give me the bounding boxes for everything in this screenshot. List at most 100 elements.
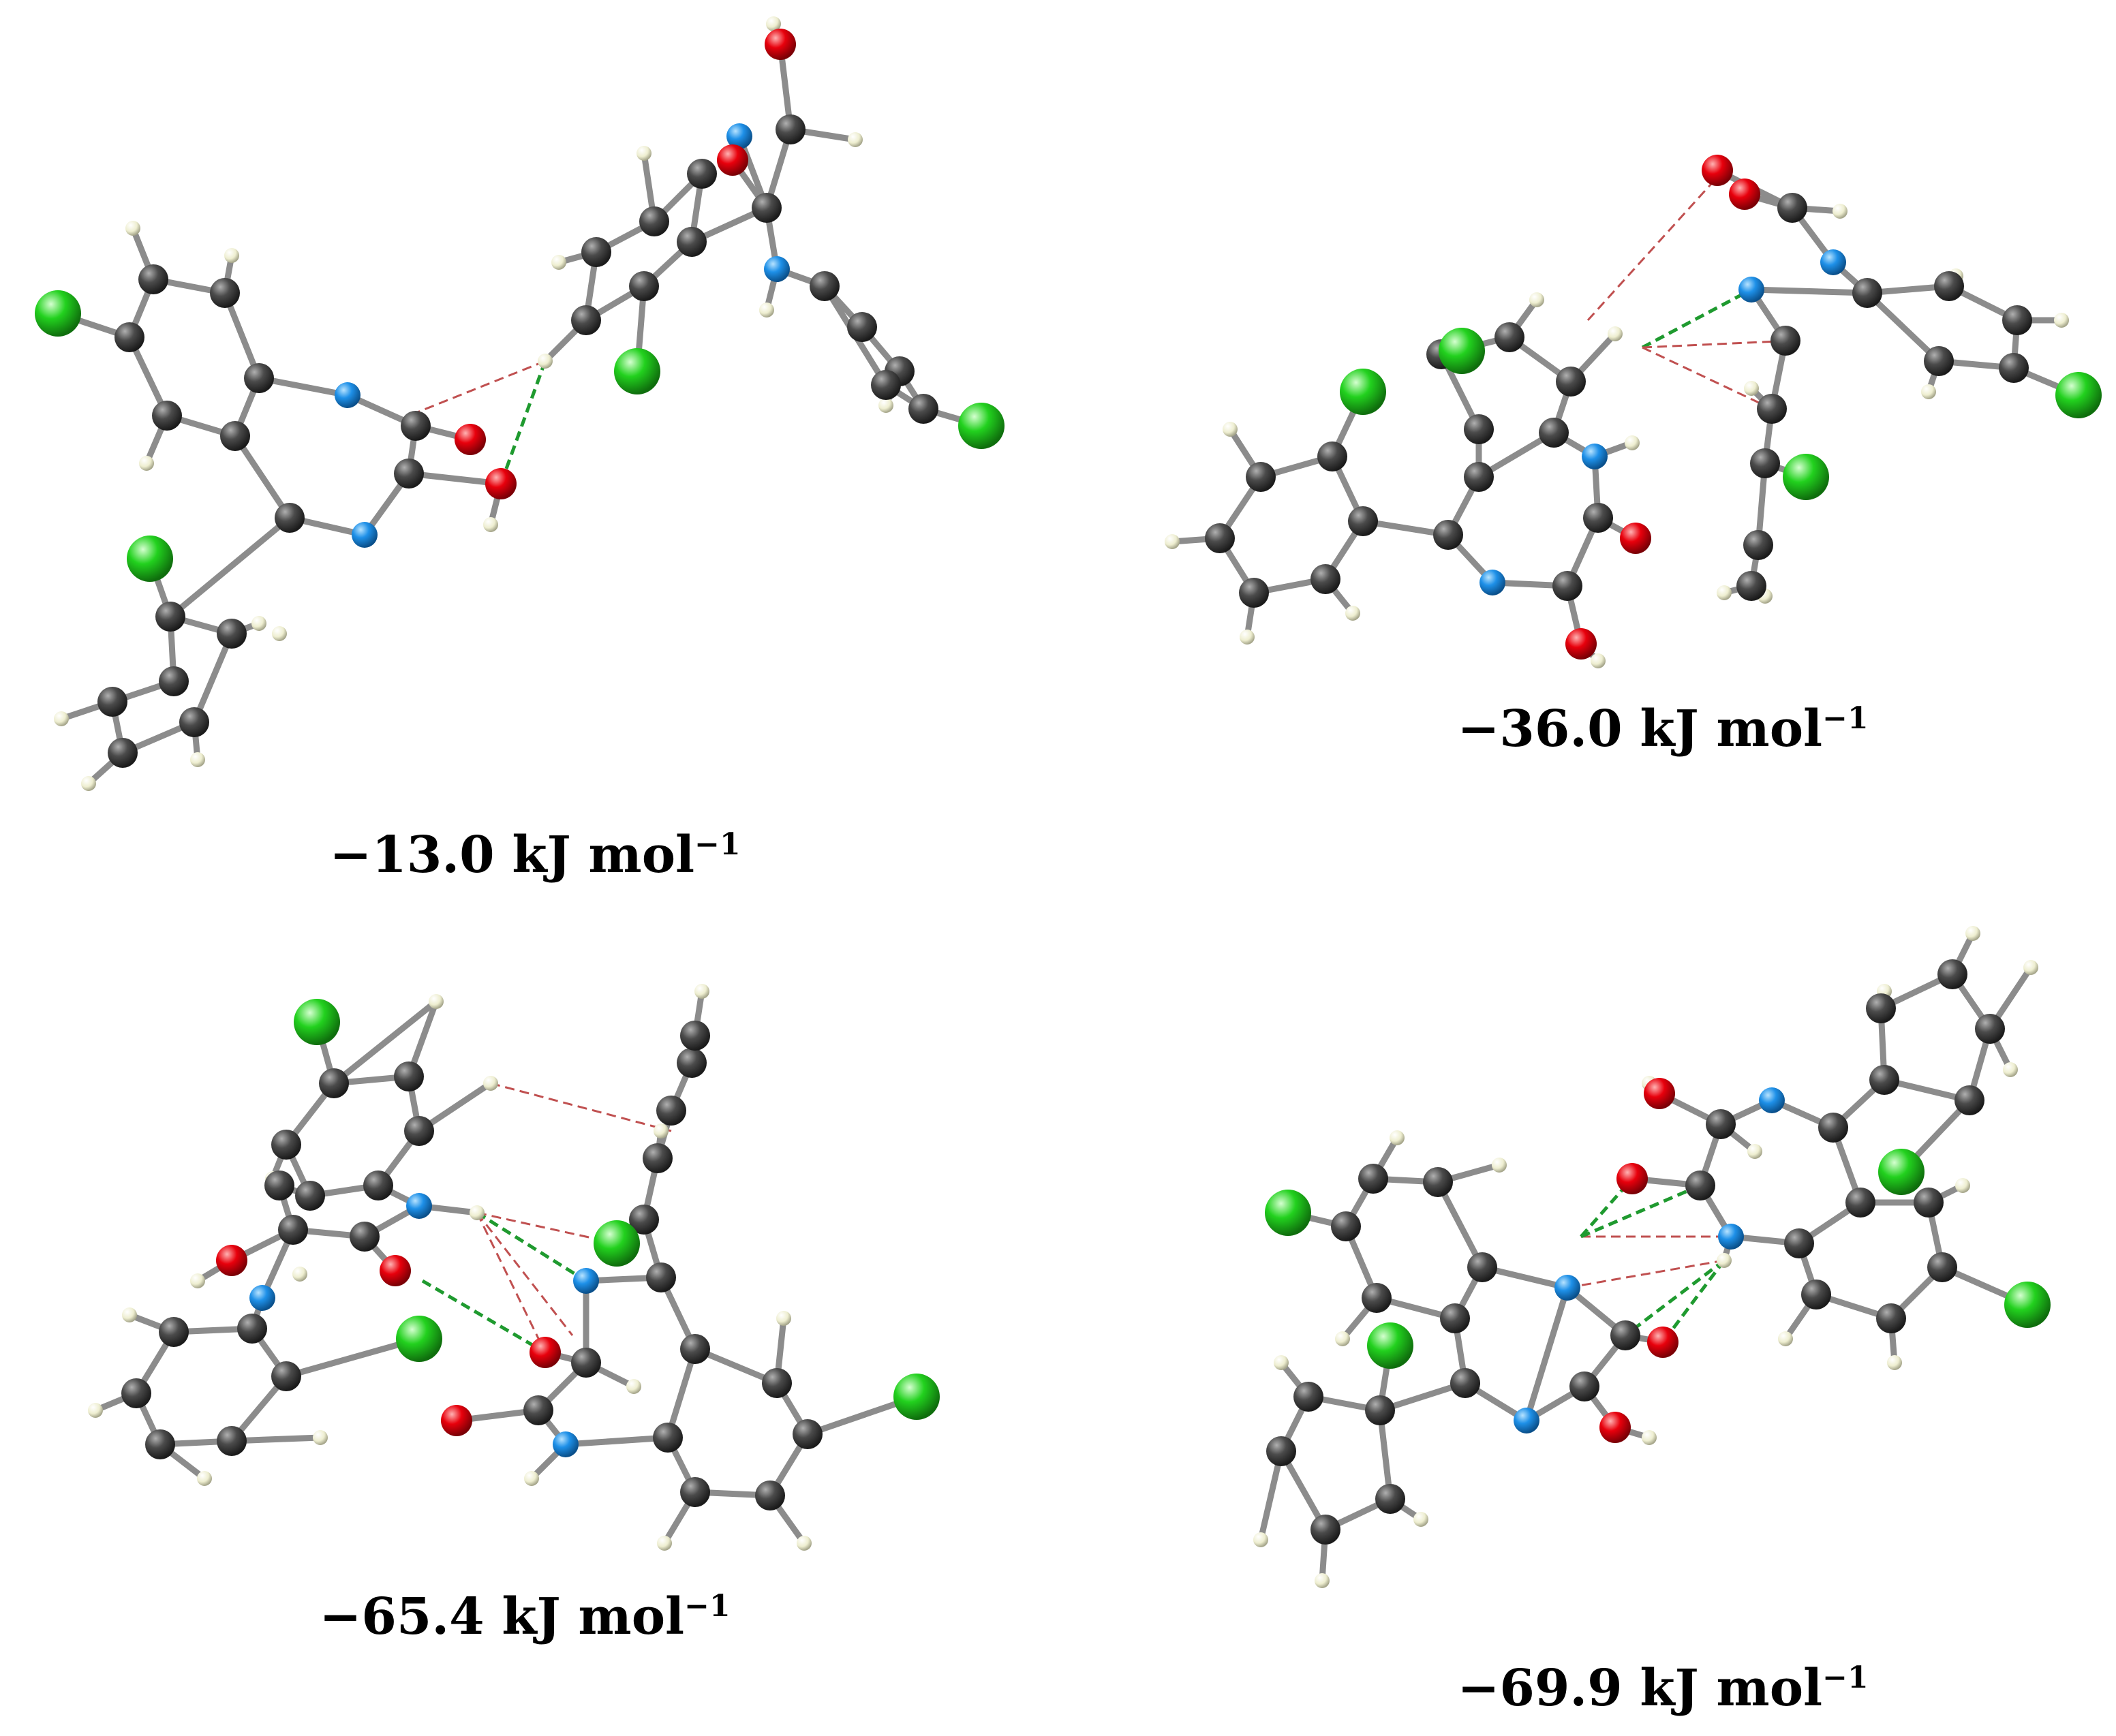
carbon-atom <box>571 1348 601 1378</box>
carbon-atom <box>1736 571 1766 601</box>
carbon-atom <box>1205 523 1235 553</box>
carbon-atom <box>155 602 185 632</box>
chlorine-atom <box>1878 1149 1925 1195</box>
close-contact-line <box>1642 346 1773 410</box>
hydrogen-atom <box>122 1307 137 1322</box>
molecule-top-left <box>35 16 1005 791</box>
carbon-atom <box>1706 1109 1736 1139</box>
hydrogen-bond-contact <box>1580 1183 1701 1239</box>
carbon-atom <box>179 707 209 737</box>
carbon-atom <box>776 114 806 144</box>
carbon-atom <box>680 1334 710 1364</box>
close-contact-line <box>476 1211 617 1245</box>
bond <box>331 998 440 1087</box>
hydrogen-atom <box>1165 534 1180 549</box>
oxygen-atom <box>1599 1412 1631 1443</box>
carbon-atom <box>581 237 611 267</box>
carbon-atom <box>687 159 717 189</box>
carbon-atom <box>1924 346 1954 376</box>
carbon-atom <box>871 370 901 400</box>
oxygen-atom <box>1620 523 1651 554</box>
hydrogen-atom <box>1492 1158 1507 1173</box>
carbon-atom <box>1937 959 1967 989</box>
carbon-atom <box>810 271 840 301</box>
carbon-atom <box>350 1222 380 1252</box>
chlorine-atom <box>958 403 1005 449</box>
hydrogen-atom <box>1717 585 1732 600</box>
nitrogen-atom <box>1554 1275 1580 1301</box>
carbon-atom <box>394 1061 424 1091</box>
hydrogen-atom <box>637 146 651 161</box>
carbon-atom <box>2002 305 2032 335</box>
carbon-atom <box>114 322 144 352</box>
carbon-atom <box>138 264 168 294</box>
hydrogen-atom <box>626 1379 641 1394</box>
carbon-atom <box>523 1395 553 1425</box>
oxygen-atom <box>1565 628 1597 660</box>
hydrogen-atom <box>1955 1178 1970 1193</box>
hydrogen-atom <box>81 776 96 791</box>
nitrogen-atom <box>1718 1224 1744 1250</box>
nitrogen-atom <box>1582 444 1608 469</box>
carbon-atom <box>1464 462 1494 492</box>
oxygen-atom <box>530 1337 561 1368</box>
carbon-atom <box>1310 1515 1340 1545</box>
carbon-atom <box>97 687 127 717</box>
hydrogen-atom <box>797 1536 812 1551</box>
hydrogen-atom <box>1390 1130 1405 1145</box>
carbon-atom <box>159 666 189 696</box>
hydrogen-atom <box>1965 926 1980 941</box>
carbon-atom <box>1293 1382 1323 1412</box>
hydrogen-atom <box>88 1403 103 1418</box>
carbon-atom <box>755 1481 785 1510</box>
bond <box>232 433 293 521</box>
nitrogen-atom <box>573 1268 599 1294</box>
carbon-atom <box>1310 564 1340 594</box>
bond <box>1748 286 1871 296</box>
carbon-atom <box>1556 367 1586 397</box>
carbon-atom <box>847 312 877 342</box>
carbon-atom <box>1750 448 1780 478</box>
carbon-atom <box>121 1378 151 1408</box>
carbon-atom <box>1876 1303 1906 1333</box>
carbon-atom <box>1954 1085 1984 1115</box>
hydrogen-atom <box>759 303 774 317</box>
hydrogen-bond-contact <box>1661 1259 1726 1344</box>
hydrogen-atom <box>1240 630 1255 645</box>
hydrogen-atom <box>848 132 863 147</box>
carbon-atom <box>210 278 240 308</box>
carbon-atom <box>278 1215 308 1245</box>
nitrogen-atom <box>1820 249 1846 275</box>
hydrogen-atom <box>313 1430 328 1445</box>
carbon-atom <box>1869 1065 1899 1095</box>
bond <box>1523 1284 1571 1424</box>
close-contact-line <box>476 1212 574 1336</box>
chlorine-atom <box>396 1316 442 1362</box>
carbon-atom <box>752 193 782 223</box>
carbon-atom <box>1777 193 1807 223</box>
hydrogen-atom <box>1335 1331 1350 1346</box>
oxygen-atom <box>1616 1163 1648 1194</box>
bond <box>664 1346 699 1441</box>
chlorine-atom <box>1265 1190 1311 1236</box>
energy-label-top-right: −36.0 kJ mol−1 <box>1457 700 1868 758</box>
oxygen-atom <box>717 144 748 176</box>
carbon-atom <box>1569 1371 1599 1401</box>
hydrogen-atom <box>292 1267 307 1282</box>
hydrogen-atom <box>2054 313 2069 328</box>
close-contact-line <box>476 1212 547 1353</box>
carbon-atom <box>1927 1252 1957 1282</box>
nitrogen-atom <box>335 382 361 408</box>
carbon-atom <box>217 619 247 649</box>
carbon-atom <box>1266 1436 1296 1466</box>
hydrogen-atom <box>1747 1144 1762 1159</box>
oxygen-atom <box>1644 1078 1675 1109</box>
hydrogen-atom <box>766 16 781 31</box>
hydrogen-atom <box>1223 422 1238 437</box>
nitrogen-atom <box>1759 1087 1785 1113</box>
close-contact-line <box>1642 339 1793 349</box>
oxygen-atom <box>1702 155 1733 186</box>
chlorine-atom <box>893 1374 940 1420</box>
hydrogen-bond-contact <box>476 1211 587 1283</box>
carbon-atom <box>1450 1368 1480 1398</box>
